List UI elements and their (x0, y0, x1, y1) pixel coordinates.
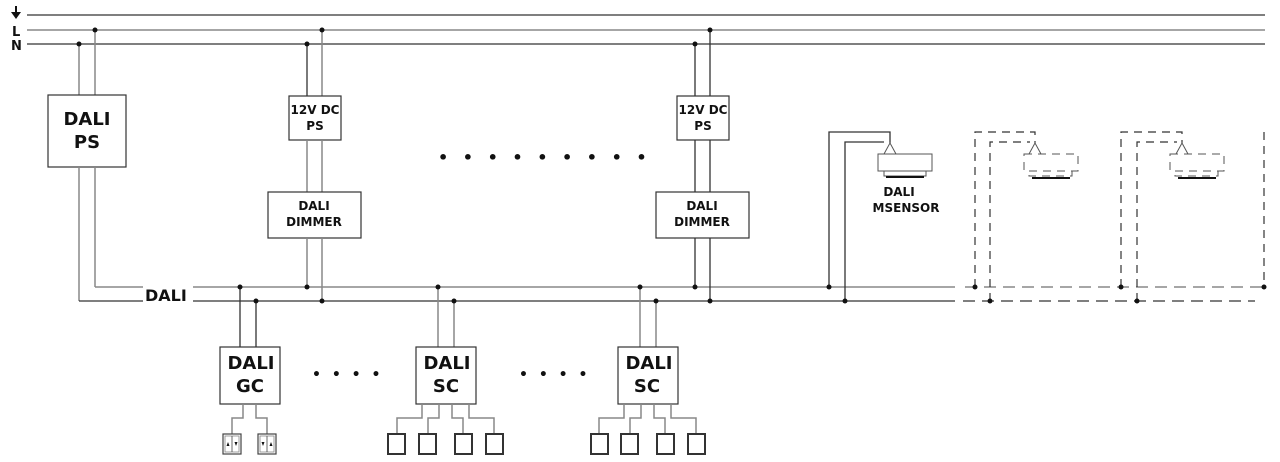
earth-icon (11, 6, 21, 19)
dimmer-2-label-1: DALI (686, 199, 717, 213)
dali-power-supply: DALI PS (47, 27, 127, 301)
sc2-buttons (590, 433, 706, 455)
optional-sensor-2-detail (1118, 141, 1267, 304)
scene-button[interactable] (620, 433, 639, 455)
dali-ps-label-2: PS (74, 132, 100, 153)
gc-label-2: GC (236, 376, 264, 397)
controller-dots-1: • • • • (312, 367, 383, 383)
sc1-label-1: DALI (423, 353, 470, 374)
scene-button[interactable] (687, 433, 706, 455)
optional-sensor-2 (1120, 131, 1265, 301)
dimmer-1-label-2: DIMMER (286, 215, 342, 229)
continuation-dots: • • • • • • • • • (438, 148, 651, 167)
scene-button[interactable] (485, 433, 504, 455)
scene-button[interactable] (387, 433, 406, 455)
dc-ps-2-label-1: 12V DC (679, 103, 728, 117)
scene-button[interactable] (656, 433, 675, 455)
gc-label-1: DALI (227, 353, 274, 374)
scene-controller-2: DALI SC (598, 284, 697, 434)
dimmer-branch-1: 12V DC PS DALI DIMMER (267, 27, 362, 304)
dc-ps-1-label-1: 12V DC (291, 103, 340, 117)
group-controller: DALI GC (219, 284, 281, 434)
up-down-button-2[interactable] (257, 433, 277, 455)
optional-sensor-1 (974, 131, 1079, 301)
controller-dots-2: • • • • (519, 367, 590, 383)
up-down-button-1[interactable] (222, 433, 242, 455)
sc1-buttons (387, 433, 504, 455)
sc2-label-2: SC (634, 376, 660, 397)
sc1-label-2: SC (433, 376, 459, 397)
sensor-label-1: DALI (883, 185, 914, 199)
dimmer-branch-2: 12V DC PS DALI DIMMER (655, 27, 750, 304)
scene-controller-1: DALI SC (396, 284, 495, 434)
dc-ps-1-label-2: PS (306, 119, 323, 133)
dali-bus-label: DALI (145, 286, 187, 305)
scene-button[interactable] (454, 433, 473, 455)
dimmer-1-label-1: DALI (298, 199, 329, 213)
dimmer-2-label-2: DIMMER (674, 215, 730, 229)
live-label: L (12, 25, 20, 40)
scene-button[interactable] (590, 433, 609, 455)
dali-ps-label-1: DALI (63, 109, 110, 130)
scene-button[interactable] (418, 433, 437, 455)
dc-ps-2-label-2: PS (694, 119, 711, 133)
motion-sensor: DALI MSENSOR (826, 131, 940, 304)
sensor-label-2: MSENSOR (873, 201, 940, 215)
neutral-label: N (11, 39, 22, 54)
optional-sensor-1-detail (972, 141, 1070, 304)
mains-rails (27, 14, 1265, 45)
sc2-label-1: DALI (625, 353, 672, 374)
